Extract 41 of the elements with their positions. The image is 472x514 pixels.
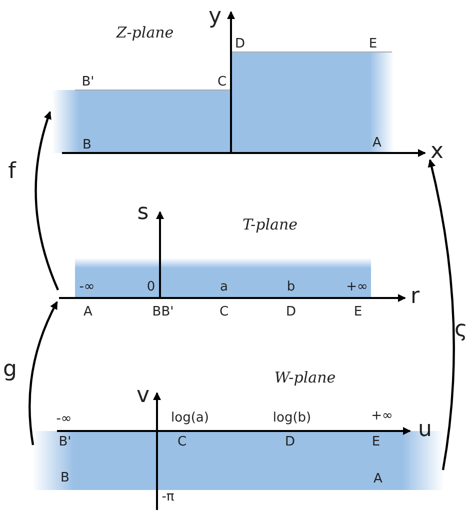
edge-label: f [8,161,16,183]
edge-label: ς [454,319,468,341]
value-label: -∞ [56,412,72,426]
edge-label: g [3,359,17,381]
value-label: 0 [146,280,156,294]
point-label: BB' [152,306,174,318]
value-label: -π [162,490,174,504]
point-label: B' [58,436,72,448]
value-label: -∞ [79,280,95,294]
point-label: B [82,138,92,152]
point-label: C [219,306,229,318]
point-label: C [177,436,187,448]
value-label: +∞ [371,410,393,422]
axis-label: v [136,385,150,407]
point-label: A [372,136,382,150]
axis-label: u [418,419,432,441]
point-label: D [286,306,296,318]
value-label: +∞ [346,280,368,294]
curved-arrow [28,301,58,446]
axis-label: x [430,141,444,163]
point-label: C [217,76,227,88]
value-label: log(b) [272,412,312,424]
plane-title: W-plane [274,370,336,386]
point-label: E [368,38,378,50]
value-label: b [286,280,296,294]
curved-arrow [34,111,60,290]
value-label: a [220,280,228,294]
point-label: A [374,472,382,486]
point-label: D [285,436,295,448]
axis-label: r [410,286,420,308]
axis-label: s [137,202,149,224]
plane-title: T-plane [242,218,298,232]
point-label: B' [82,76,94,88]
point-label: E [372,436,380,448]
plane-title: Z-plane [116,26,174,40]
point-label: B [60,472,70,484]
point-label: A [84,306,92,318]
point-label: E [354,306,362,318]
curved-arrow [428,159,455,470]
axis-label: y [208,6,222,28]
point-label: D [235,38,245,50]
